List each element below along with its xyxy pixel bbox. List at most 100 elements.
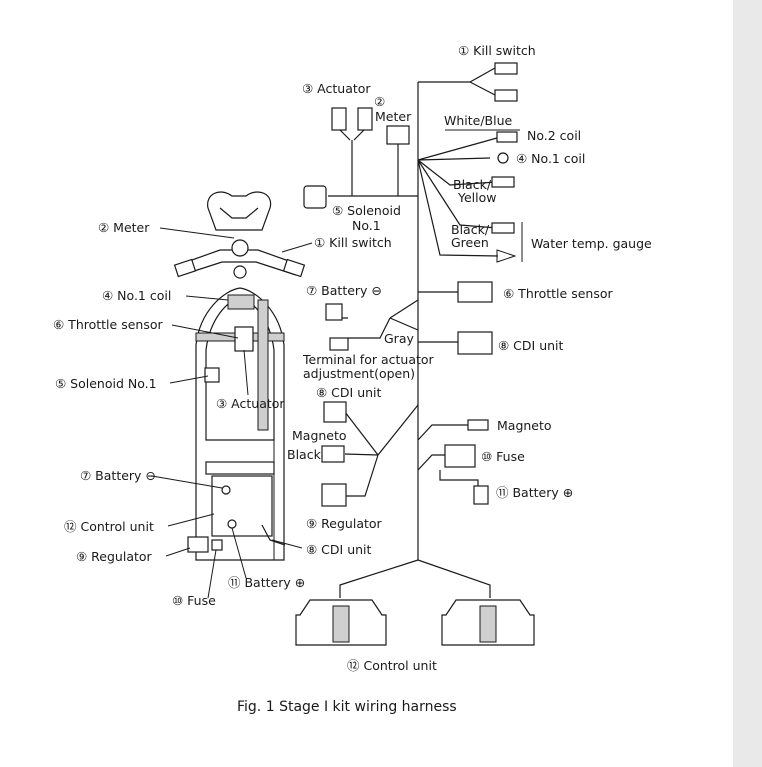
label-layout-kill-switch: ① Kill switch xyxy=(314,235,392,250)
label-magneto-left: Magneto xyxy=(292,428,347,443)
cdi-magneto-regulator-branch xyxy=(344,404,419,497)
figure-caption: Fig. 1 Stage I kit wiring harness xyxy=(237,699,457,715)
label-layout-battery-plus: ⑪ Battery ⊕ xyxy=(228,575,305,590)
fuse-holder xyxy=(444,444,476,468)
wiring-harness xyxy=(295,62,535,646)
leader-no1-coil xyxy=(185,295,229,301)
label-gray: Gray xyxy=(384,331,414,346)
control-unit-right-plug xyxy=(479,605,497,643)
label-meter: Meter xyxy=(375,109,412,124)
battery-plus-post xyxy=(227,519,237,529)
battery-bracket xyxy=(205,461,275,475)
kill-switch-connector-2 xyxy=(494,89,518,102)
actuator-terminal xyxy=(329,337,349,351)
no1-coil-part xyxy=(227,294,255,310)
label-control-unit: ⑫ Control unit xyxy=(347,658,437,673)
label-layout-actuator: ③ Actuator xyxy=(216,396,285,411)
water-temp-connector xyxy=(496,249,517,263)
handlebar-pad-inner xyxy=(219,207,259,219)
label-battery-minus: ⑦ Battery ⊖ xyxy=(306,283,382,298)
no1-coil-connector xyxy=(497,152,509,164)
label-terminal-1: Terminal for actuator xyxy=(302,352,435,367)
leader-cdi-unit xyxy=(271,539,303,549)
hull-layout xyxy=(151,191,313,599)
leader-fuse xyxy=(207,549,217,599)
cdi-unit-connector-small xyxy=(323,401,347,423)
solenoid-part xyxy=(204,367,220,383)
meter-gauge xyxy=(231,239,249,257)
label-solenoid-2: No.1 xyxy=(352,218,381,233)
solenoid-connector xyxy=(303,185,327,209)
label-layout-fuse: ⑩ Fuse xyxy=(172,593,216,608)
control-unit-box xyxy=(211,475,273,537)
label-layout-battery-minus: ⑦ Battery ⊖ xyxy=(80,468,156,483)
leader-meter xyxy=(159,227,235,239)
battery-minus-terminal xyxy=(325,303,343,321)
control-unit-split xyxy=(339,559,491,598)
leader-control-unit xyxy=(167,513,215,527)
regulator-part xyxy=(187,536,209,553)
kill-switch-branch xyxy=(418,67,496,96)
black-yellow-connector xyxy=(491,176,515,188)
label-layout-regulator: ⑨ Regulator xyxy=(76,549,153,564)
leader-battery-minus xyxy=(151,475,223,489)
label-cdi-unit-small: ⑧ CDI unit xyxy=(316,385,382,400)
label-battery-plus: ⑪ Battery ⊕ xyxy=(496,485,573,500)
label-layout-throttle-sensor: ⑥ Throttle sensor xyxy=(53,317,163,332)
steering-post xyxy=(233,265,247,279)
handlebar-pad xyxy=(207,191,272,231)
fuse-part xyxy=(211,539,223,551)
label-layout-meter: ② Meter xyxy=(98,220,150,235)
label-kill-switch: ① Kill switch xyxy=(458,43,536,58)
actuator-connector-a xyxy=(331,107,347,131)
label-white-blue: White/Blue xyxy=(444,113,513,128)
label-fuse: ⑩ Fuse xyxy=(481,449,525,464)
label-no2-coil: No.2 coil xyxy=(527,128,581,143)
label-meter-number: ② xyxy=(374,94,385,109)
label-layout-control-unit: ⑫ Control unit xyxy=(64,519,154,534)
label-magneto-right: Magneto xyxy=(497,418,552,433)
actuator-wire xyxy=(339,129,365,196)
label-regulator: ⑨ Regulator xyxy=(306,516,383,531)
battery-plus-terminal xyxy=(473,485,489,505)
control-unit-left-plug xyxy=(332,605,350,643)
throttle-sensor-part xyxy=(234,326,254,352)
label-black-yellow-1: Black/ xyxy=(453,177,492,192)
page-margin-strip xyxy=(733,0,762,767)
label-black-yellow-2: Yellow xyxy=(457,190,496,205)
cdi-lead xyxy=(261,524,286,546)
hull-compartment xyxy=(206,439,275,560)
label-layout-no1-coil: ④ No.1 coil xyxy=(102,288,171,303)
leader-solenoid xyxy=(169,375,209,384)
label-black-green-2: Green xyxy=(451,235,489,250)
label-black-green-1: Black/ xyxy=(451,222,490,237)
layout-labels: ② Meter ① Kill switch ④ No.1 coil ⑥ Thro… xyxy=(53,220,392,608)
left-grip xyxy=(173,258,197,278)
meter-connector xyxy=(386,125,410,145)
label-terminal-2: adjustment(open) xyxy=(303,366,415,381)
black-green-connector xyxy=(491,222,515,234)
battery-minus-post xyxy=(221,485,231,495)
no2-coil-connector xyxy=(496,131,518,143)
coil-fanout xyxy=(417,137,499,257)
throttle-sensor-connector xyxy=(457,281,493,303)
label-throttle-sensor: ⑥ Throttle sensor xyxy=(503,286,613,301)
right-grip xyxy=(282,258,306,278)
leader-actuator xyxy=(243,349,249,396)
harness-labels: ① Kill switch ③ Actuator ② Meter White/B… xyxy=(287,43,652,673)
label-black: Black xyxy=(287,447,322,462)
label-water-temp: Water temp. gauge xyxy=(531,236,652,251)
label-layout-solenoid: ⑤ Solenoid No.1 xyxy=(55,376,157,391)
magneto-connector-right xyxy=(467,419,489,431)
regulator-connector xyxy=(321,483,347,507)
harness-bundle xyxy=(257,299,269,431)
magneto-connector-left xyxy=(321,445,345,463)
label-cdi-unit: ⑧ CDI unit xyxy=(498,338,564,353)
leader-battery-plus xyxy=(231,527,247,579)
cdi-connector xyxy=(457,331,493,355)
leader-throttle-sensor xyxy=(171,324,239,339)
label-layout-cdi-unit: ⑧ CDI unit xyxy=(306,542,372,557)
leader-kill-switch xyxy=(281,242,313,253)
label-actuator: ③ Actuator xyxy=(302,81,371,96)
